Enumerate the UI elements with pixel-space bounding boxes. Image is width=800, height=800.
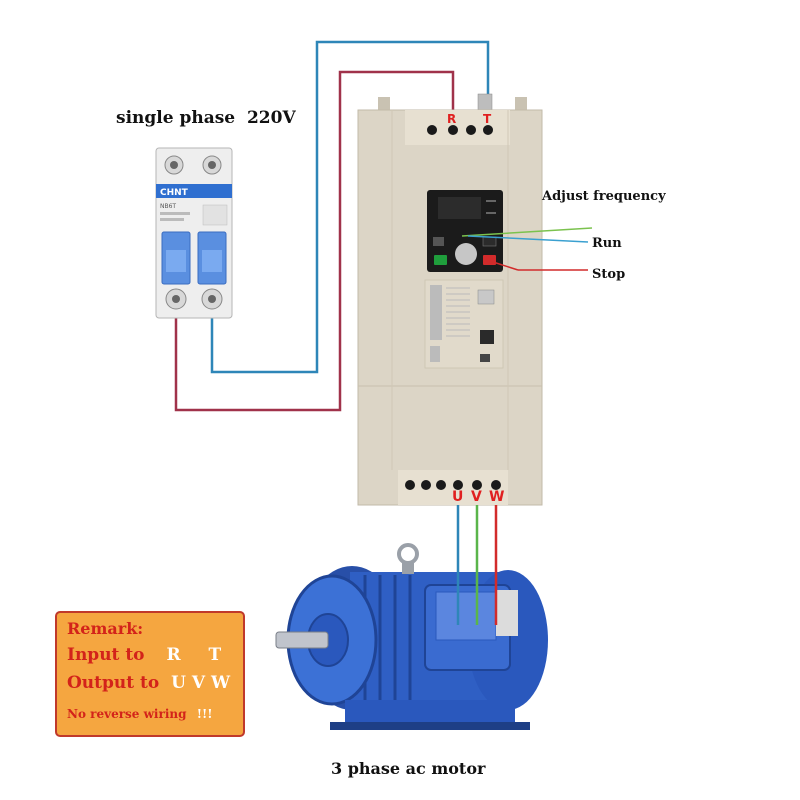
terminal-label-t: T: [483, 112, 492, 126]
remark-input-prefix: Input to: [67, 645, 145, 665]
remark-warning-prefix: No reverse wiring: [67, 707, 187, 721]
supply-label: single phase 220V: [116, 108, 296, 128]
motor-label: 3 phase ac motor: [331, 759, 486, 778]
stop-pointer: [489, 260, 519, 271]
adjust-frequency-pointer: [461, 227, 593, 237]
terminal-label-r: R: [447, 112, 456, 126]
remark-output-uvw: U V W: [171, 673, 231, 693]
terminal-label-v: V: [471, 489, 482, 505]
remark-warning-suffix: !!!: [196, 707, 213, 721]
terminal-label-u: U: [452, 489, 463, 505]
remark-title: Remark:: [67, 619, 144, 638]
remark-warning-line: No reverse wiring !!!: [67, 707, 213, 721]
blue-wire-input: [210, 40, 490, 374]
stop-label: Stop: [592, 267, 625, 282]
remark-output-prefix: Output to: [67, 673, 160, 693]
remark-box: Remark: Input to R T Output to U V W No …: [55, 611, 245, 737]
breaker-brand: CHNT: [160, 188, 189, 198]
frequency-drive: [357, 93, 543, 506]
circuit-breaker: CHNT NB6T: [155, 147, 233, 319]
adjust-frequency-label: Adjust frequency: [541, 189, 666, 204]
breaker-model: NB6T: [160, 203, 176, 210]
remark-input-t: T: [208, 645, 222, 665]
motor: [275, 543, 548, 730]
remark-input-line: Input to R T: [67, 645, 221, 665]
remark-input-r: R: [166, 645, 181, 665]
red-wire-input: [174, 70, 455, 412]
run-label: Run: [592, 236, 622, 251]
remark-output-line: Output to U V W: [67, 673, 230, 693]
run-pointer: [467, 235, 589, 243]
terminal-label-w: W: [489, 489, 504, 505]
